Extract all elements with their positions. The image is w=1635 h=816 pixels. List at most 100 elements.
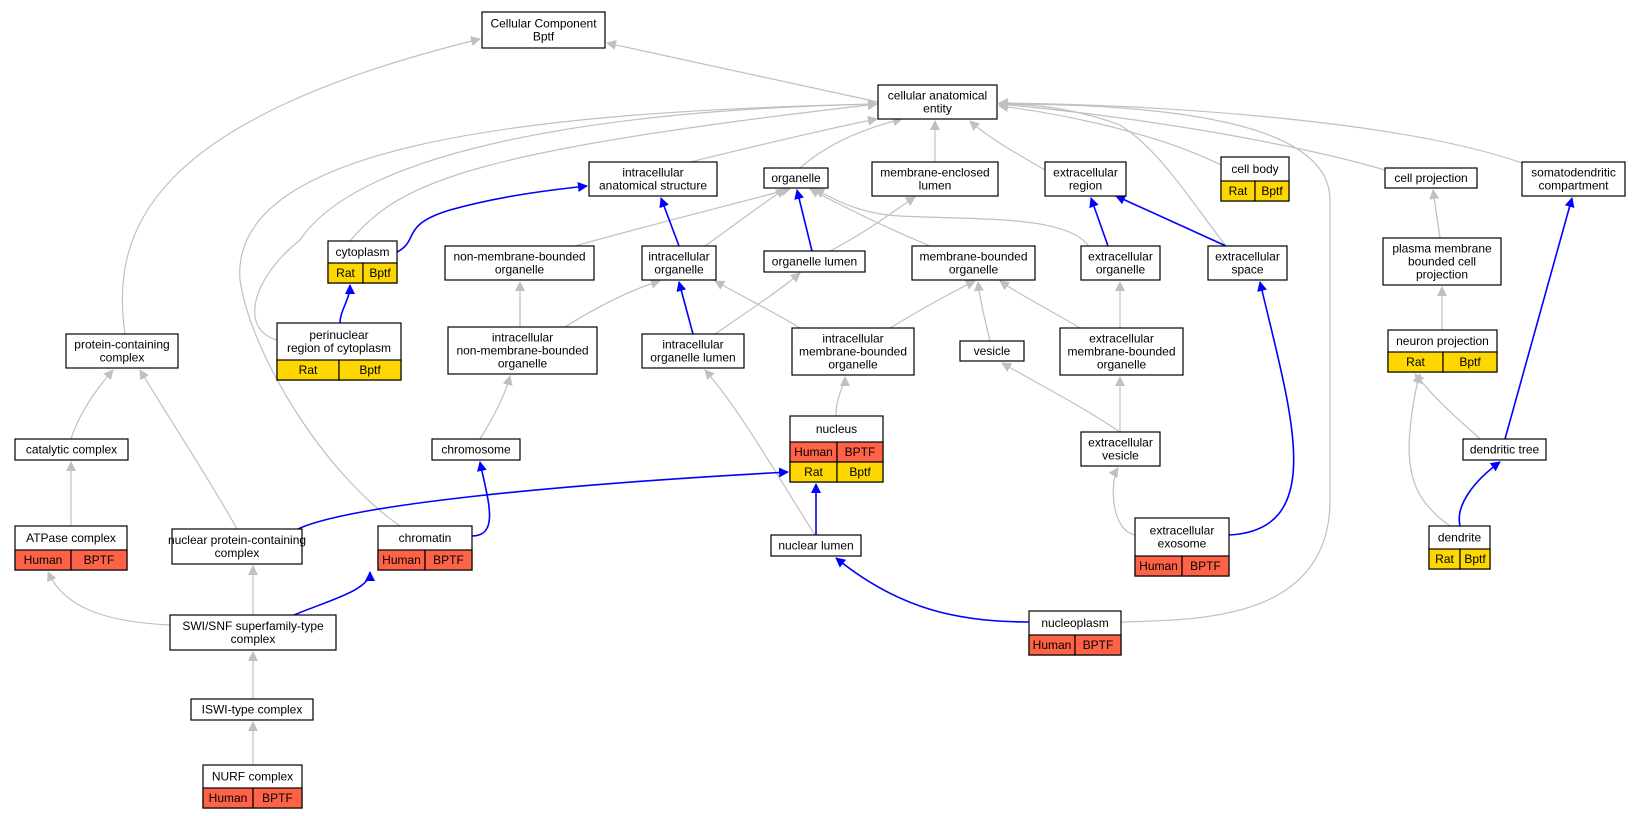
node-catalytic[interactable]: catalytic complex (14, 438, 129, 461)
species-label: Human (1139, 559, 1178, 573)
node-label-line: extracellular (1089, 332, 1154, 346)
edge-inmbo-to-io (519, 281, 660, 328)
species-label: Rat (1435, 552, 1454, 566)
node-label-line: exosome (1158, 537, 1207, 551)
node-box (1521, 161, 1626, 197)
species-label: Rat (1406, 355, 1425, 369)
node-label-line: cytoplasm (335, 245, 389, 259)
node-vesicle[interactable]: vesicle (959, 340, 1025, 362)
node-inmbo[interactable]: intracellularnon-membrane-boundedorganel… (447, 326, 598, 375)
node-label-line: space (1231, 263, 1263, 277)
edge-cytoplasm-to-cae (349, 100, 878, 242)
species-label: Rat (804, 465, 823, 479)
node-label-line: membrane-bounded (919, 250, 1027, 264)
edge-nucleoplasm-to-cae (998, 99, 1331, 623)
gene-cell (836, 461, 884, 483)
edge-exves-to-vesicle (1001, 362, 1121, 433)
node-label-line: extracellular (1053, 166, 1118, 180)
node-box (169, 614, 337, 651)
edge-exorg-to-organelle (814, 188, 1091, 249)
edge-imbo-to-io (714, 280, 801, 329)
node-cellproj[interactable]: cell projection (1384, 167, 1478, 189)
node-label-line: extracellular (1088, 250, 1153, 264)
edge-io-to-ias (659, 197, 680, 247)
node-olumen[interactable]: organelle lumen (763, 250, 866, 273)
node-box (431, 438, 521, 461)
node-organelle[interactable]: organelle (763, 167, 829, 189)
node-label-line: membrane-bounded (1067, 345, 1175, 359)
node-label-line: NURF complex (212, 770, 293, 784)
edge-dentree-to-neuronproj (1414, 373, 1481, 440)
node-label-line: chromatin (399, 531, 452, 545)
node-label-line: extracellular (1150, 524, 1215, 538)
node-label-line: region of cytoplasm (287, 341, 391, 355)
node-box (959, 340, 1025, 362)
species-label: Human (794, 445, 833, 459)
node-label-line: intracellular (622, 166, 683, 180)
node-label-line: organelle lumen (772, 255, 857, 269)
node-iswi[interactable]: ISWI-type complex (190, 698, 314, 721)
node-label-line: vesicle (1102, 449, 1139, 463)
node-box (1080, 245, 1161, 281)
gene-label: Bptf (849, 465, 871, 479)
node-label-line: intracellular (492, 331, 553, 345)
node-label-line: organelle (771, 171, 821, 185)
node-label-line: neuron projection (1396, 334, 1489, 348)
node-box (1382, 237, 1502, 286)
node-box (14, 438, 129, 461)
edge-dentree-to-somato (1504, 197, 1575, 440)
gene-label: Bptf (369, 266, 391, 280)
gene-label: BPTF (262, 791, 293, 805)
gene-cell (338, 359, 402, 381)
node-box (911, 245, 1036, 281)
node-label-line: nucleus (816, 422, 857, 436)
edge-pmbcp-to-cellproj (1429, 189, 1441, 239)
node-chromosome[interactable]: chromosome (431, 438, 521, 461)
node-nlumen[interactable]: nuclear lumen (770, 534, 862, 557)
node-box (171, 528, 303, 565)
node-dentree[interactable]: dendritic tree (1462, 438, 1547, 461)
node-label-line: anatomical structure (599, 179, 707, 193)
node-box (447, 326, 598, 375)
node-label-line: non-membrane-bounded (456, 344, 588, 358)
node-label-line: intracellular (662, 338, 723, 352)
gene-label: Bptf (1261, 184, 1283, 198)
node-label-line: intracellular (822, 332, 883, 346)
node-label-line: organelle (949, 263, 999, 277)
edge-exspace-to-cae (998, 99, 1227, 247)
edge-perinuc-to-cytoplasm (339, 284, 355, 324)
species-label: Human (1033, 638, 1072, 652)
edge-nucleus-to-imbo (835, 376, 850, 417)
node-label-line: complex (215, 546, 260, 560)
